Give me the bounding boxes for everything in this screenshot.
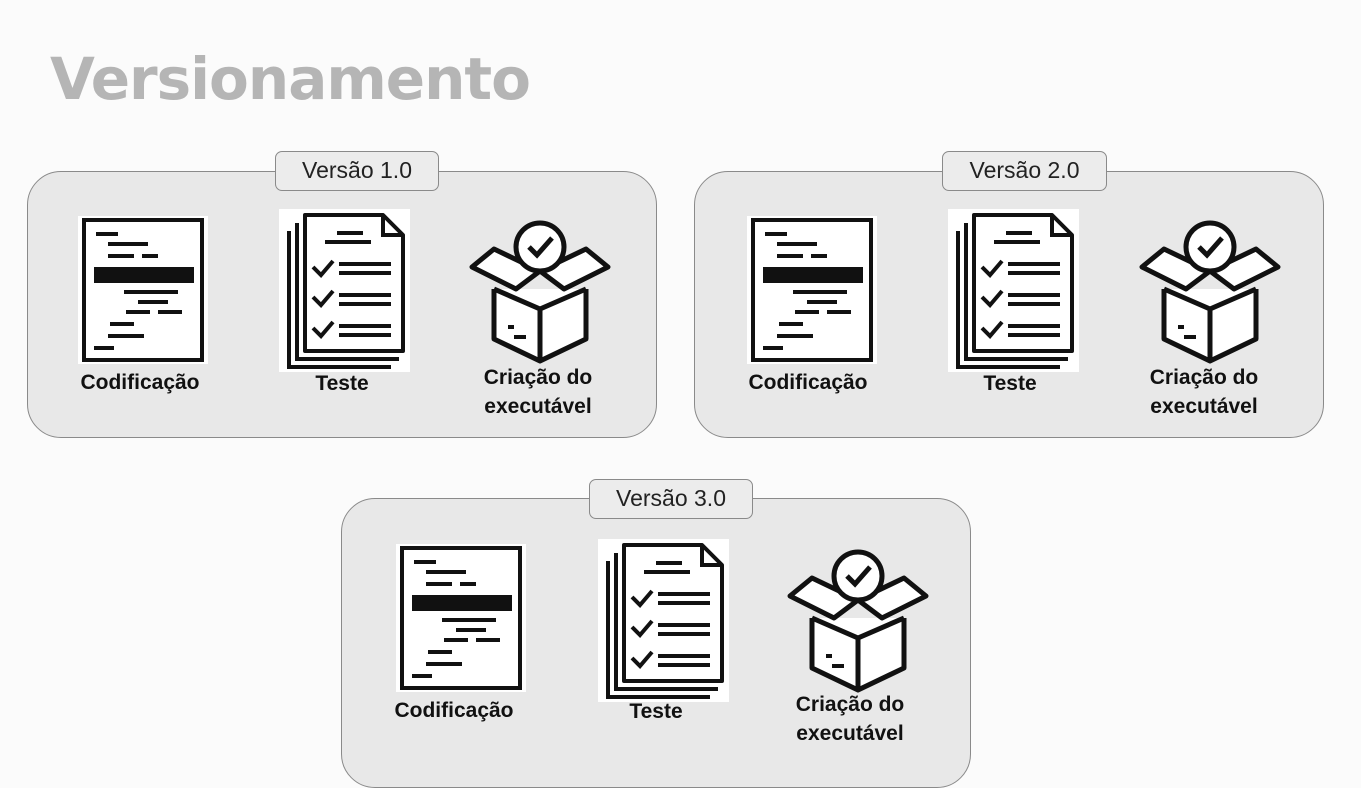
code-document-icon: [78, 216, 208, 364]
step-label-build-line1: Criação do: [483, 366, 593, 389]
test-checklist-icon: [948, 209, 1079, 372]
step-label-build: Criação do executável: [458, 363, 618, 421]
package-check-icon: [782, 546, 930, 694]
package-check-icon: [464, 217, 612, 365]
step-label-build-line2: executável: [796, 722, 904, 745]
test-checklist-icon: [598, 539, 729, 702]
version-label-1: Versão 1.0: [275, 151, 439, 191]
step-label-coding: Codificação: [748, 371, 868, 394]
step-label-build-line1: Criação do: [795, 693, 905, 716]
version-label-3: Versão 3.0: [589, 479, 753, 519]
step-label-build: Criação do executável: [770, 690, 930, 748]
code-document-icon: [747, 216, 877, 364]
step-label-build: Criação do executável: [1124, 363, 1284, 421]
code-document-icon: [396, 544, 526, 692]
step-label-build-line2: executável: [484, 395, 592, 418]
test-checklist-icon: [279, 209, 410, 372]
version-label-2: Versão 2.0: [942, 151, 1107, 191]
package-check-icon: [1134, 217, 1282, 365]
step-label-test: Teste: [629, 700, 683, 723]
step-label-coding: Codificação: [394, 699, 514, 722]
step-label-build-line2: executável: [1150, 395, 1258, 418]
step-label-test: Teste: [315, 372, 369, 395]
page-title: Versionamento: [50, 45, 531, 113]
step-label-test: Teste: [983, 372, 1037, 395]
step-label-build-line1: Criação do: [1149, 366, 1259, 389]
step-label-coding: Codificação: [80, 371, 200, 394]
